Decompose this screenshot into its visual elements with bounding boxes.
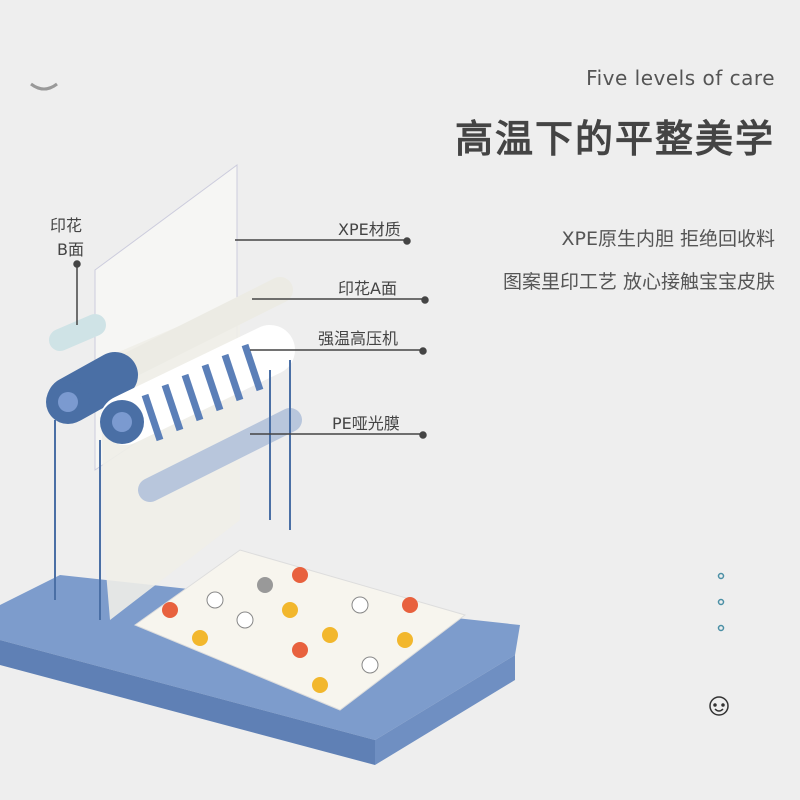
callout-print-b-line2: B面 <box>57 240 84 259</box>
subtitle-english: Five levels of care <box>586 66 775 90</box>
feature-line-2: 图案里印工艺 放心接触宝宝皮肤 <box>502 271 775 293</box>
whale-pattern <box>162 567 418 693</box>
decorative-dots <box>717 572 725 632</box>
pe-film-roller <box>138 408 302 502</box>
callout-print-a: 印花A面 <box>338 279 397 298</box>
page-title: 高温下的平整美学 <box>454 117 775 161</box>
callout-xpe: XPE材质 <box>338 220 401 239</box>
feature-line-1: XPE原生内胆 拒绝回收料 <box>561 228 775 250</box>
callout-print-b-line1: 印花 <box>50 216 83 235</box>
play-mat <box>133 549 467 711</box>
baby-face-icon <box>709 696 729 716</box>
callout-press: 强温高压机 <box>318 329 399 348</box>
print-a-roller <box>117 277 293 378</box>
callout-pe-film: PE哑光膜 <box>332 414 400 433</box>
print-b-roller <box>49 314 106 351</box>
callout-lines <box>73 237 429 439</box>
smile-icon <box>30 82 58 91</box>
